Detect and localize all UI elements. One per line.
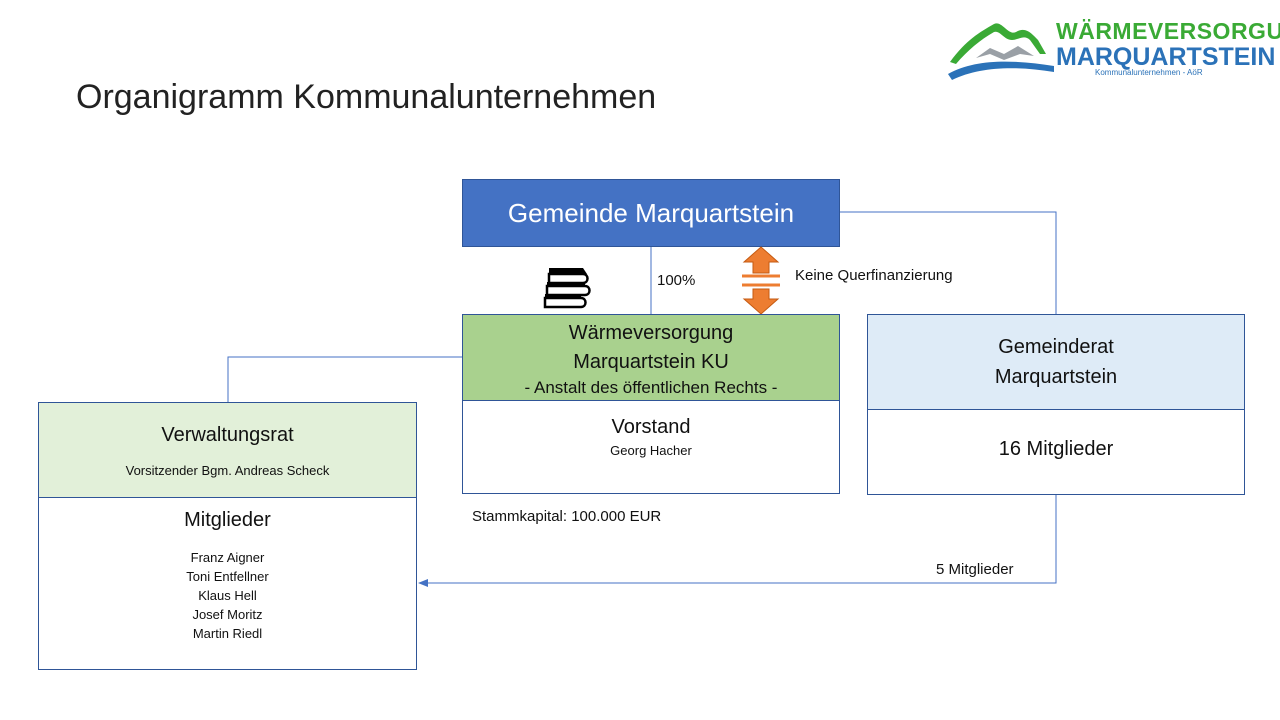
line-gemeinde-rat bbox=[840, 211, 1057, 314]
logo-line3: Kommunalunternehmen - AöR bbox=[1095, 68, 1203, 77]
logo-line2: MARQUARTSTEIN bbox=[1056, 43, 1276, 71]
ku-person: Georg Hacher bbox=[610, 443, 692, 458]
capital-label: Stammkapital: 100.000 EUR bbox=[472, 508, 662, 525]
ku-line2: Marquartstein KU bbox=[573, 351, 729, 373]
ku-line1: Wärmeversorgung bbox=[568, 322, 734, 344]
member-item: Josef Moritz bbox=[192, 607, 263, 622]
gemeinde-label: Gemeinde Marquartstein bbox=[507, 197, 795, 228]
line-rat-vr-arrow bbox=[418, 495, 1057, 587]
member-item: Franz Aigner bbox=[190, 550, 265, 565]
cross-financing-label: Keine Querfinanzierung bbox=[795, 267, 953, 284]
verwaltungsrat-title: Verwaltungsrat bbox=[161, 424, 294, 446]
double-arrow-icon bbox=[742, 246, 780, 315]
gemeinderat-header: Gemeinderat Marquartstein bbox=[868, 315, 1244, 410]
ku-body: Vorstand Georg Hacher bbox=[463, 413, 839, 460]
ownership-label: 100% bbox=[657, 272, 696, 289]
gemeinderat-line2: Marquartstein bbox=[994, 366, 1118, 388]
gemeinde-box: Gemeinde Marquartstein bbox=[462, 179, 840, 247]
page-title: Organigramm Kommunalunternehmen bbox=[76, 78, 657, 116]
gemeinderat-members: 16 Mitglieder bbox=[998, 438, 1114, 460]
member-item: Klaus Hell bbox=[198, 588, 257, 603]
member-item: Toni Entfellner bbox=[186, 569, 269, 584]
ku-line3: - Anstalt des öffentlichen Rechts - bbox=[524, 378, 778, 397]
line-ku-vr bbox=[227, 356, 462, 402]
books-icon bbox=[543, 268, 591, 309]
delegation-label: 5 Mitglieder bbox=[936, 561, 1014, 578]
member-item: Martin Riedl bbox=[192, 626, 263, 641]
ku-header: Wärmeversorgung Marquartstein KU - Ansta… bbox=[463, 315, 839, 401]
mountain-logo-icon bbox=[948, 23, 1054, 80]
verwaltungsrat-box: Verwaltungsrat Vorsitzender Bgm. Andreas… bbox=[38, 402, 417, 670]
members-list: Franz Aigner Toni Entfellner Klaus Hell … bbox=[39, 548, 416, 643]
gemeinderat-line1: Gemeinderat bbox=[998, 336, 1114, 358]
ku-box: Wärmeversorgung Marquartstein KU - Ansta… bbox=[462, 314, 840, 494]
logo: WÄRMEVERSORGUNG MARQUARTSTEIN Kommunalun… bbox=[946, 10, 1280, 86]
verwaltungsrat-chair: Vorsitzender Bgm. Andreas Scheck bbox=[125, 463, 330, 478]
verwaltungsrat-body: Mitglieder Franz Aigner Toni Entfellner … bbox=[39, 506, 416, 643]
logo-line1: WÄRMEVERSORGUNG bbox=[1056, 18, 1280, 44]
gemeinderat-box: Gemeinderat Marquartstein 16 Mitglieder bbox=[867, 314, 1245, 495]
ku-role: Vorstand bbox=[611, 416, 691, 438]
members-heading: Mitglieder bbox=[184, 509, 271, 531]
verwaltungsrat-header: Verwaltungsrat Vorsitzender Bgm. Andreas… bbox=[39, 403, 416, 498]
